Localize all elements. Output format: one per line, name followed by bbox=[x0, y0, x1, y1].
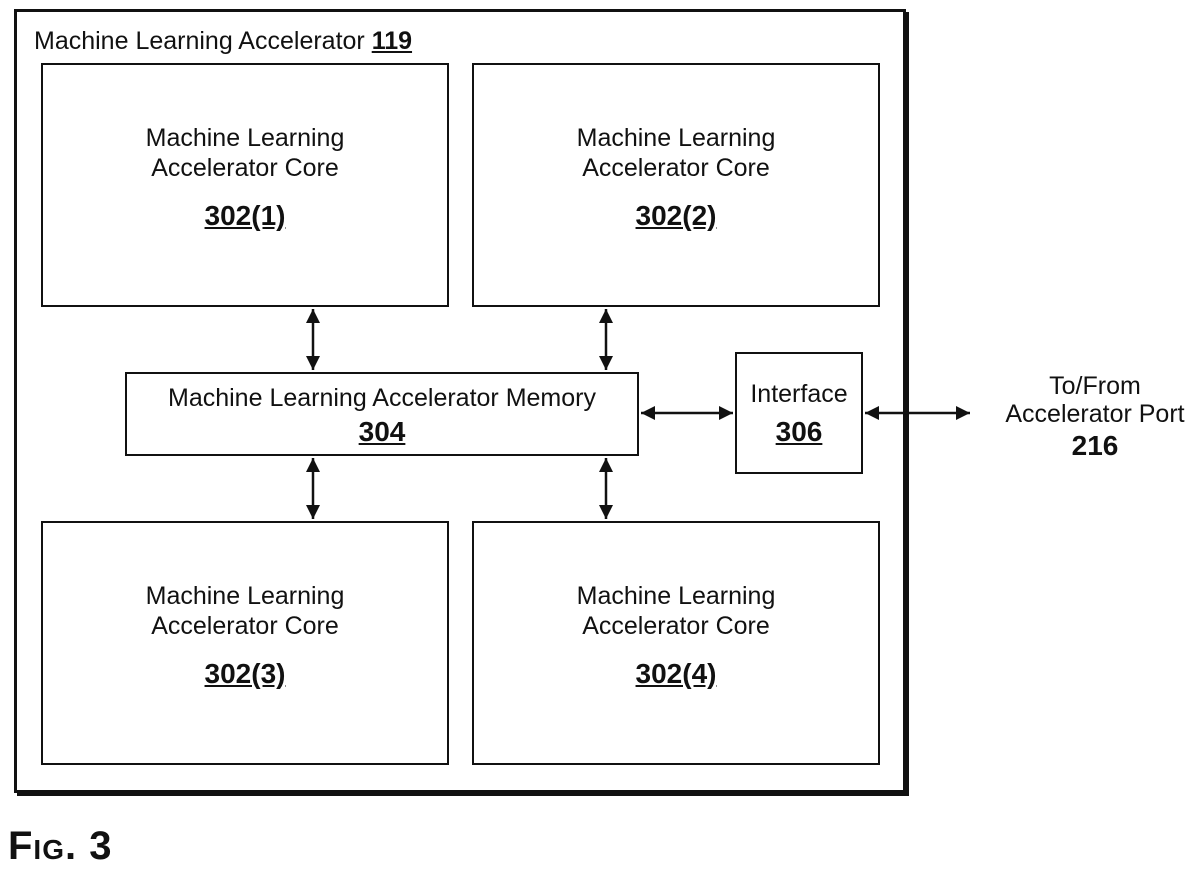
accelerator-port-label: To/From Accelerator Port 216 bbox=[990, 372, 1200, 460]
core-1-ref: 302(1) bbox=[204, 200, 286, 231]
core-1-line2: Accelerator Core bbox=[151, 154, 339, 182]
core-3-ref: 302(3) bbox=[204, 658, 286, 689]
core-2-ref: 302(2) bbox=[635, 200, 717, 231]
core-4-line1: Machine Learning bbox=[576, 582, 776, 610]
core-2-line2: Accelerator Core bbox=[582, 154, 770, 182]
accelerator-label: Machine Learning Accelerator bbox=[34, 27, 365, 55]
core-3-line2: Accelerator Core bbox=[151, 612, 339, 640]
core-4-ref: 302(4) bbox=[635, 658, 717, 689]
accelerator-ref: 119 bbox=[371, 27, 413, 55]
memory-ref: 304 bbox=[358, 416, 406, 447]
port-ref: 216 bbox=[1071, 430, 1119, 461]
core-box-4: Machine Learning Accelerator Core 302(4) bbox=[472, 521, 880, 765]
interface-box: Interface 306 bbox=[735, 352, 863, 474]
memory-box: Machine Learning Accelerator Memory 304 bbox=[125, 372, 639, 456]
port-line1: To/From bbox=[1049, 372, 1141, 400]
interface-label: Interface bbox=[750, 380, 848, 408]
core-box-3: Machine Learning Accelerator Core 302(3) bbox=[41, 521, 449, 765]
core-2-line1: Machine Learning bbox=[576, 124, 776, 152]
core-box-1: Machine Learning Accelerator Core 302(1) bbox=[41, 63, 449, 307]
port-line2: Accelerator Port bbox=[1005, 400, 1185, 428]
core-3-line1: Machine Learning bbox=[145, 582, 345, 610]
memory-label: Machine Learning Accelerator Memory bbox=[168, 384, 596, 412]
core-1-line1: Machine Learning bbox=[145, 124, 345, 152]
core-box-2: Machine Learning Accelerator Core 302(2) bbox=[472, 63, 880, 307]
figure-label: Fig. 3 bbox=[8, 824, 113, 868]
core-4-line2: Accelerator Core bbox=[582, 612, 770, 640]
accelerator-title: Machine Learning Accelerator 119 bbox=[34, 27, 412, 56]
interface-ref: 306 bbox=[775, 416, 823, 447]
